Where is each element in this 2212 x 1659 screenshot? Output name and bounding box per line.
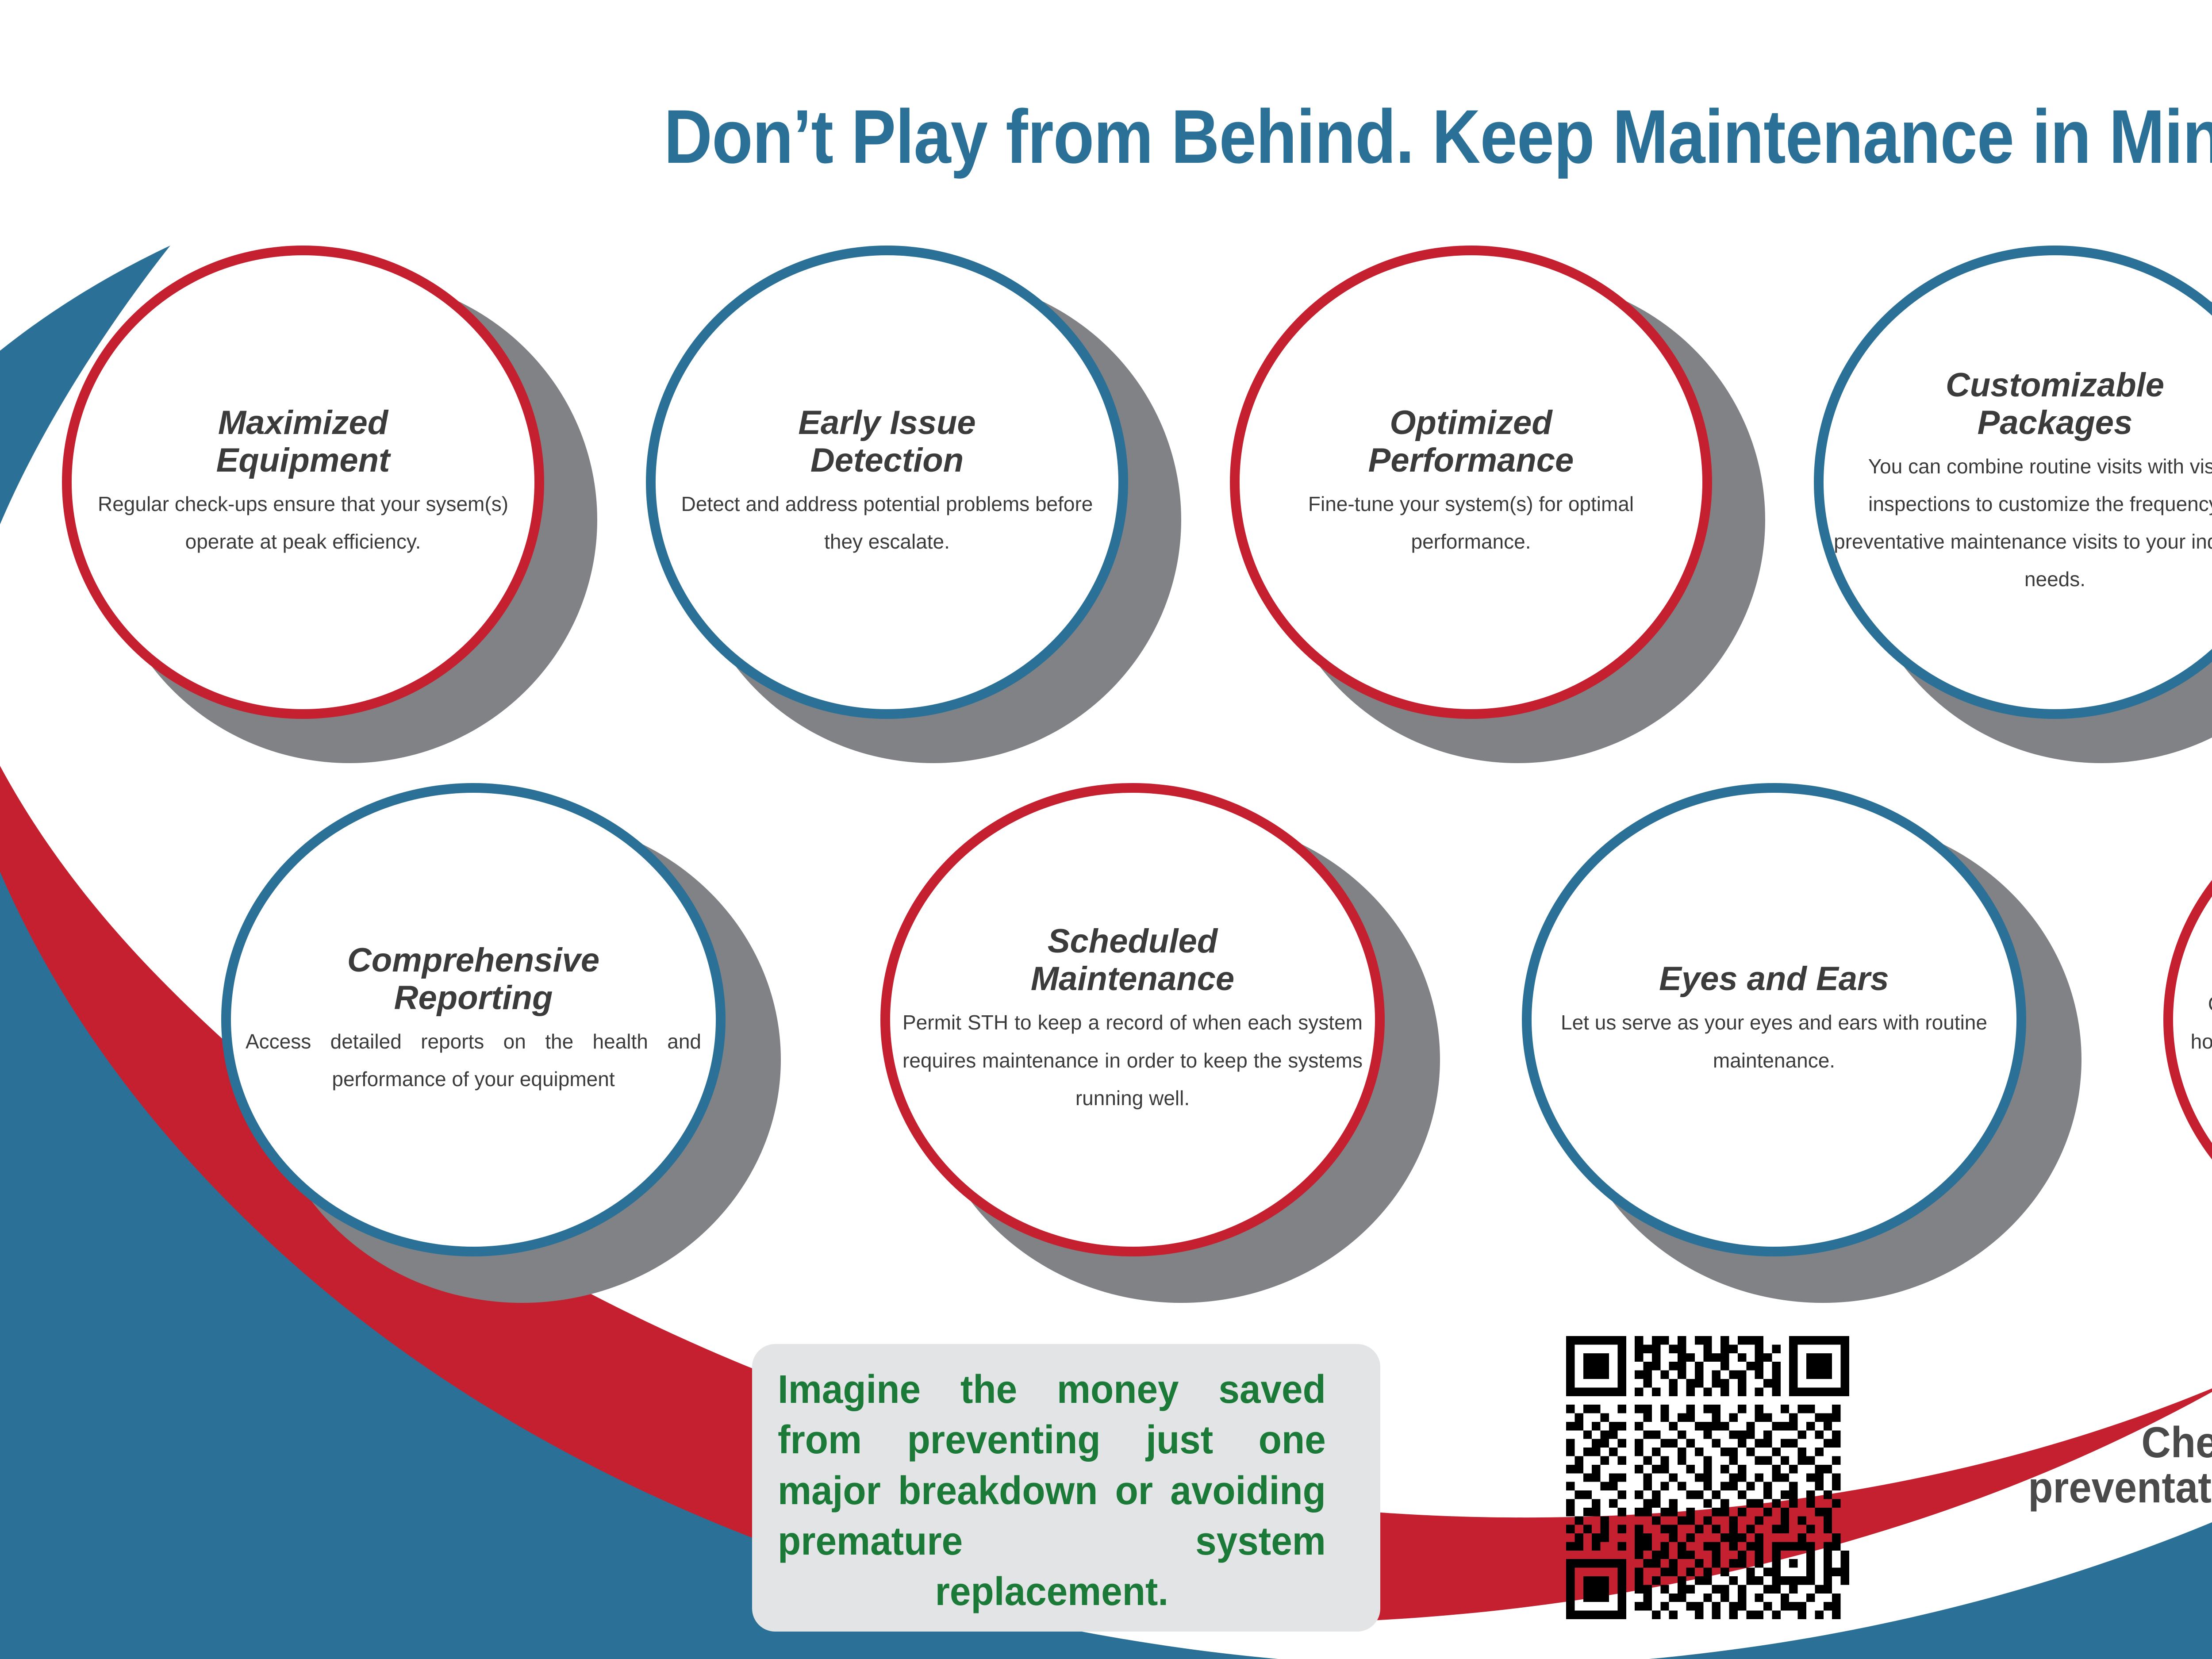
savings-callout-text: Imagine the money saved from preventing …: [778, 1367, 1326, 1614]
page-title: Don’t Play from Behind. Keep Maintenance…: [664, 94, 2212, 179]
bubble-body: Permit STH to keep a record of when each…: [902, 1011, 1363, 1110]
benefit-bubble-scheduled-maintenance[interactable]: Scheduled Maintenance Permit STH to keep…: [880, 783, 1455, 1305]
bubble-ring: [1814, 246, 2212, 719]
benefit-bubble-emergency[interactable]: Emergency Get the chance to make emergen…: [2163, 783, 2212, 1305]
bubble-text: Emergency Get the chance to make emergen…: [2185, 821, 2212, 1219]
bubble-body: Regular check-ups ensure that your sysem…: [97, 492, 509, 553]
bubble-text: Scheduled Maintenance Permit STH to keep…: [902, 818, 1363, 1221]
blue-tail-swoosh: [0, 246, 170, 525]
benefit-bubble-comprehensive-reporting[interactable]: Comprehensive Reporting Access detailed …: [221, 783, 796, 1305]
bubble-body: Detect and address potential problems be…: [681, 492, 1093, 553]
benefit-bubble-optimized-performance[interactable]: Optimized Performance Fine-tune your sys…: [1230, 246, 1765, 763]
qr-code[interactable]: [1566, 1336, 1849, 1619]
cta-line-1: Check out our: [2141, 1418, 2212, 1467]
bubble-body: You can combine routine visits with visu…: [1834, 454, 2212, 591]
bubble-heading: Emergency: [2185, 941, 2212, 979]
bubble-text: Early Issue Detection Detect and address…: [670, 285, 1104, 679]
savings-callout-box: Imagine the money saved from preventing …: [752, 1344, 1380, 1632]
bubble-body: Fine-tune your system(s) for optimal per…: [1308, 492, 1634, 553]
bubble-body: Let us serve as your eyes and ears with …: [1561, 1011, 1987, 1072]
benefit-bubble-eyes-and-ears[interactable]: Eyes and Ears Let us serve as your eyes …: [1522, 783, 2097, 1305]
benefit-bubble-maximized-equipment[interactable]: Maximized Equipment Regular check-ups en…: [62, 246, 597, 763]
bubble-heading: Eyes and Ears: [1659, 960, 1889, 998]
bubble-text: Customizable Packages You can combine ro…: [1834, 299, 2212, 666]
cta-line-2: preventative maintenance: [2028, 1463, 2212, 1512]
bubble-heading: Scheduled Maintenance: [1030, 922, 1235, 998]
bubble-text: Maximized Equipment Regular check-ups en…: [86, 285, 520, 679]
bubble-heading: Comprehensive Reporting: [347, 941, 600, 1017]
bubble-heading: Optimized Performance: [1368, 403, 1574, 479]
bubble-ring: [1522, 783, 2026, 1256]
cta-text: Check out our preventative maintenance: [2008, 1420, 2212, 1510]
bubble-body: Get the chance to make emergency calls a…: [2190, 992, 2212, 1053]
benefit-bubble-customizable-packages[interactable]: Customizable Packages You can combine ro…: [1814, 246, 2212, 763]
bubble-text: Eyes and Ears Let us serve as your eyes …: [1546, 825, 2002, 1214]
blue-swoosh: [0, 872, 2212, 1659]
bubble-heading: Customizable Packages: [1945, 366, 2165, 442]
bubble-body: Access detailed reports on the health an…: [246, 1030, 701, 1091]
bubble-heading: Maximized Equipment: [216, 403, 390, 479]
bubble-text: Comprehensive Reporting Access detailed …: [246, 825, 701, 1214]
bubble-text: Optimized Performance Fine-tune your sys…: [1254, 285, 1688, 679]
red-swoosh: [0, 765, 2212, 1624]
bubble-heading: Early Issue Detection: [798, 403, 976, 479]
benefit-bubble-early-issue-detection[interactable]: Early Issue Detection Detect and address…: [646, 246, 1181, 763]
